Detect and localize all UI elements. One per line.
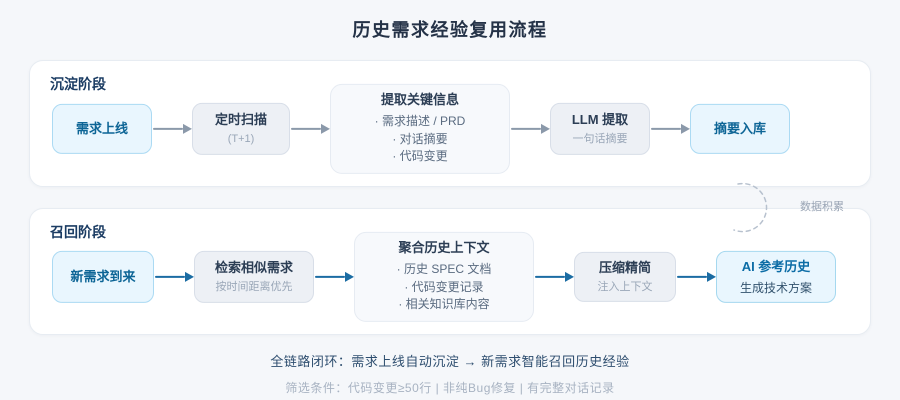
- footer: 全链路闭环：需求上线自动沉淀 → 新需求智能召回历史经验 筛选条件：代码变更≥5…: [0, 351, 900, 396]
- arrow-right-icon: [676, 271, 716, 283]
- node-new-requirement: 新需求到来: [52, 250, 154, 303]
- node-title: 新需求到来: [70, 268, 136, 284]
- node-bullet: · 历史 SPEC 文档: [396, 261, 492, 276]
- node-title: 压缩精简: [598, 259, 651, 275]
- node-bullet: · 对话摘要: [392, 131, 448, 146]
- node-title: 聚合历史上下文: [398, 239, 490, 255]
- node-title: 提取关键信息: [380, 91, 459, 107]
- node-bullet: · 相关知识库内容: [398, 297, 490, 312]
- recall-flow-row: 新需求到来 检索相似需求 按时间距离优先 聚合历史上下文 · 历史 SPEC 文…: [52, 231, 836, 323]
- node-subtitle: 注入上下文: [597, 280, 653, 293]
- arrow-right-icon: [152, 123, 192, 135]
- arrow-right-icon: [510, 123, 550, 135]
- deposit-flow-row: 需求上线 定时扫描 (T+1) 提取关键信息 · 需求描述 / PRD · 对话…: [52, 83, 790, 175]
- node-aggregate-history-context: 聚合历史上下文 · 历史 SPEC 文档 · 代码变更记录 · 相关知识库内容: [354, 231, 534, 323]
- node-compress-simplify: 压缩精简 注入上下文: [574, 251, 676, 302]
- node-title: LLM 提取: [571, 111, 629, 127]
- arrow-right-icon: [290, 123, 330, 135]
- node-requirement-launch: 需求上线: [52, 103, 152, 154]
- node-subtitle: 一句话摘要: [572, 132, 628, 145]
- node-ai-reference-history: AI 参考历史 生成技术方案: [716, 250, 836, 303]
- phase-deposit-label: 沉淀阶段: [50, 76, 106, 92]
- phase-card-deposit: 沉淀阶段 需求上线 定时扫描 (T+1) 提取关键信息 · 需求描述 / PRD…: [29, 60, 871, 187]
- phase-recall-label: 召回阶段: [50, 224, 106, 240]
- node-subtitle: 生成技术方案: [739, 280, 812, 295]
- node-title: 需求上线: [75, 120, 128, 136]
- node-bullet: · 代码变更: [392, 149, 448, 164]
- node-summary-into-db: 摘要入库: [690, 103, 790, 154]
- node-subtitle: (T+1): [227, 132, 255, 145]
- arrow-right-icon: [650, 123, 690, 135]
- arrow-right-icon: [154, 271, 194, 283]
- footer-filter-line: 筛选条件：代码变更≥50行 | 非纯Bug修复 | 有完整对话记录: [285, 381, 615, 395]
- node-scheduled-scan: 定时扫描 (T+1): [192, 102, 290, 155]
- phase-card-recall: 召回阶段 新需求到来 检索相似需求 按时间距离优先 聚合历史上下文 · 历史 S…: [29, 208, 871, 335]
- node-title: AI 参考历史: [741, 258, 811, 274]
- node-extract-key-info: 提取关键信息 · 需求描述 / PRD · 对话摘要 · 代码变更: [330, 83, 510, 175]
- footer-summary-line: 全链路闭环：需求上线自动沉淀 → 新需求智能召回历史经验: [270, 354, 630, 369]
- node-llm-extract: LLM 提取 一句话摘要: [550, 102, 650, 155]
- node-bullet: · 代码变更记录: [404, 279, 484, 294]
- node-search-similar-requirements: 检索相似需求 按时间距离优先: [194, 250, 314, 303]
- node-title: 摘要入库: [713, 120, 766, 136]
- node-bullet: · 需求描述 / PRD: [374, 113, 466, 128]
- arrow-right-icon: [534, 271, 574, 283]
- page-title: 历史需求经验复用流程: [352, 20, 548, 40]
- node-subtitle: 按时间距离优先: [215, 280, 293, 293]
- arrow-right-icon: [314, 271, 354, 283]
- node-title: 检索相似需求: [214, 259, 293, 275]
- node-title: 定时扫描: [214, 111, 267, 127]
